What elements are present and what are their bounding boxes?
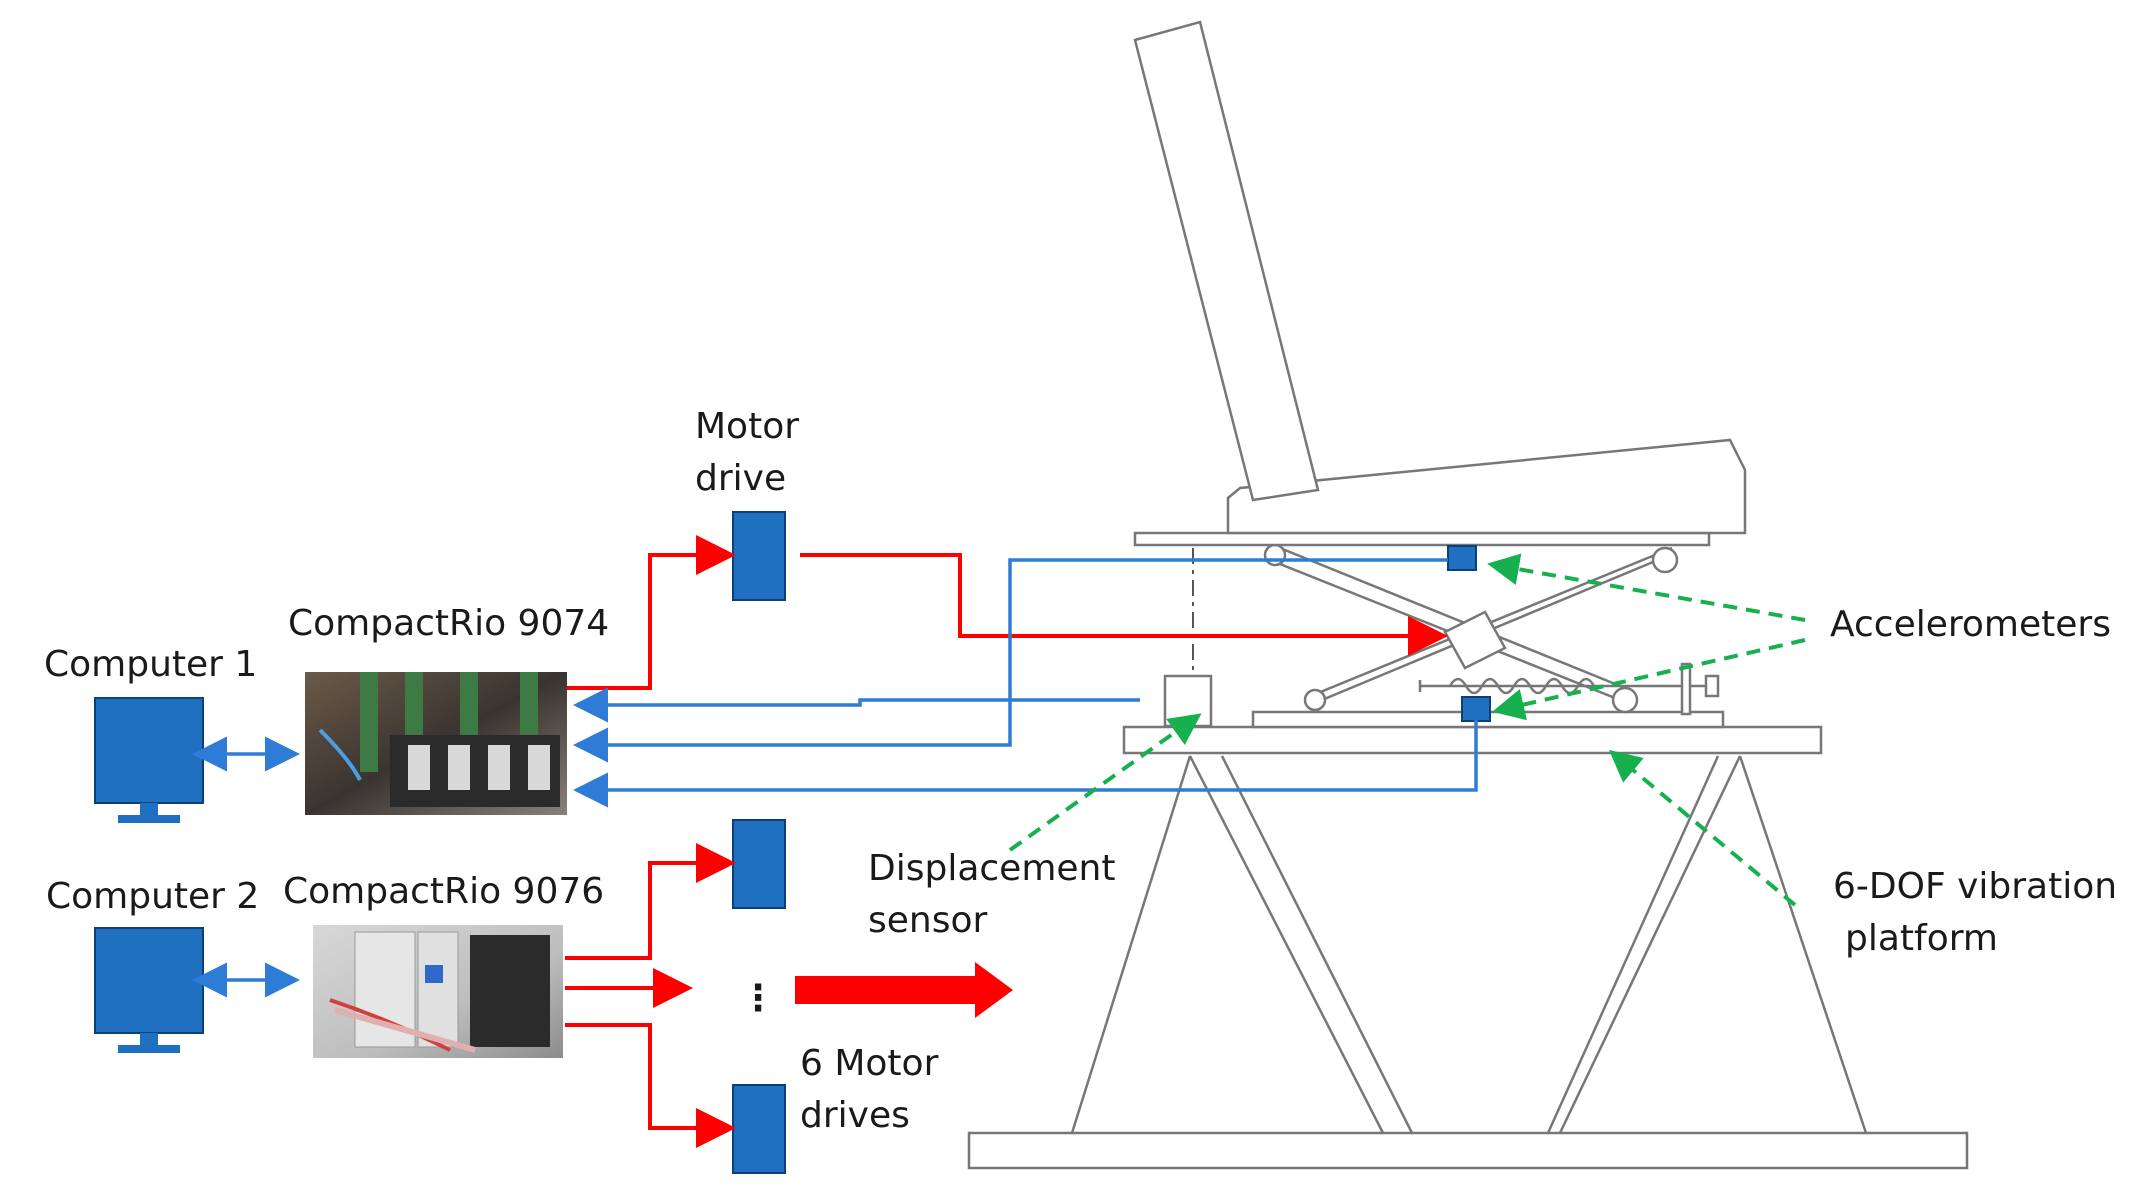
label-computer-1: Computer 1	[44, 644, 257, 685]
platform-leg-3	[1558, 755, 1742, 1134]
accelerometer-lower	[1461, 696, 1491, 722]
platform-base	[967, 1131, 1969, 1170]
label-six-motor-drives-line2: drives	[800, 1095, 910, 1136]
pointer-accelerometer-lower	[1492, 638, 1806, 721]
label-displacement-line2: sensor	[868, 900, 988, 941]
motor-drive	[732, 511, 786, 601]
accelerometer-upper	[1447, 545, 1477, 571]
platform-leg-4	[1738, 755, 1868, 1134]
signal-crio9074-to-drive	[567, 535, 736, 690]
computer-2	[94, 927, 204, 1053]
motor-drive-lower	[732, 1084, 786, 1174]
feedback-accelerometer-upper	[573, 558, 1448, 763]
compactrio-9074-photo	[305, 672, 567, 815]
label-compactrio-9074: CompactRio 9074	[288, 603, 609, 644]
platform-leg-2	[1188, 755, 1385, 1134]
platform-leg-1	[1070, 755, 1192, 1134]
label-accelerometers: Accelerometers	[1830, 604, 2111, 645]
computer-1	[94, 697, 204, 823]
label-platform-line1: 6-DOF vibration	[1833, 866, 2117, 907]
signal-crio9076-to-drive-upper	[565, 843, 736, 960]
signal-crio9076-to-drive-lower	[565, 1023, 736, 1148]
seat-assembly	[1133, 20, 1747, 729]
pointer-platform	[1608, 749, 1797, 907]
pointer-displacement-sensor	[1008, 713, 1202, 852]
label-platform-line2: platform	[1845, 918, 1998, 959]
label-displacement-line1: Displacement	[868, 848, 1115, 889]
monitor-icon	[94, 927, 204, 1034]
label-motor-drive-line2: drive	[695, 458, 786, 499]
feedback-accelerometer-lower	[573, 720, 1478, 808]
displacement-sensor-body	[1163, 674, 1213, 728]
feedback-displacement-sensor	[573, 687, 1140, 723]
label-six-motor-drives-line1: 6 Motor	[800, 1043, 939, 1084]
monitor-icon	[94, 697, 204, 804]
signal-drive-to-seat	[800, 553, 1448, 656]
platform-top-plate	[1122, 725, 1823, 755]
big-arrow-to-platform	[795, 962, 1013, 1018]
pointer-accelerometer-upper	[1487, 553, 1806, 622]
label-computer-2: Computer 2	[46, 876, 259, 917]
label-motor-drive-line1: Motor	[695, 406, 799, 447]
label-compactrio-9076: CompactRio 9076	[283, 871, 604, 912]
ellipsis-more-drives: ⋮	[740, 978, 776, 1019]
motor-drive-upper	[732, 819, 786, 909]
compactrio-9076-photo	[313, 925, 563, 1058]
vibration-platform	[967, 725, 1969, 1170]
